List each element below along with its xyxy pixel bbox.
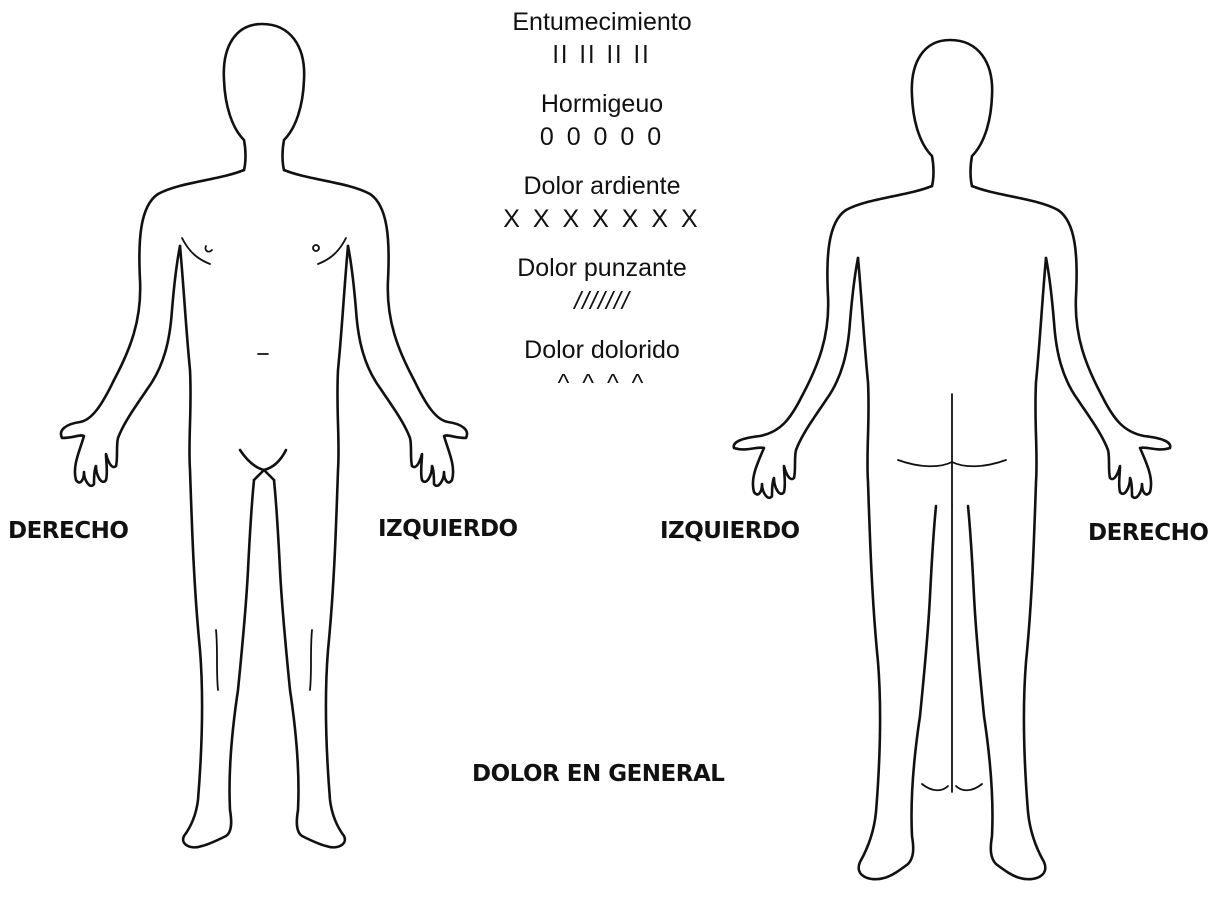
front-right-arm [284,170,467,486]
front-nipple-right [313,245,319,251]
back-ankle-left [922,784,948,790]
front-body-outline [40,10,500,890]
front-head [224,24,304,170]
front-right-side-label: DERECHO [8,518,128,544]
symptom-legend: Entumecimiento ll ll ll ll Hormigeuo 0 0… [452,6,752,416]
legend-label: Entumecimiento [452,6,752,38]
front-left-side-label: IZQUIERDO [378,516,518,542]
front-crotch [240,450,286,470]
legend-symbol: X X X X X X X [452,202,752,236]
general-pain-title: DOLOR EN GENERAL [472,761,724,787]
front-body-figure [40,10,500,890]
back-body-figure [720,32,1180,902]
front-torso-left [180,246,254,847]
back-right-side-label: DERECHO [1088,520,1208,546]
legend-item-tingling: Hormigeuo 0 0 0 0 0 [452,88,752,154]
legend-item-numbness: Entumecimiento ll ll ll ll [452,6,752,72]
legend-label: Dolor punzante [452,252,752,284]
back-left-arm [734,186,932,498]
legend-item-aching-pain: Dolor dolorido ^ ^ ^ ^ [452,334,752,400]
front-torso-right [274,246,348,847]
legend-symbol: ll ll ll ll [452,38,752,72]
back-right-arm [972,186,1170,498]
legend-label: Dolor dolorido [452,334,752,366]
front-chest-right [318,238,346,264]
back-body-outline [720,32,1180,902]
front-knee-right [310,630,312,690]
front-nipple-left [205,246,212,252]
legend-symbol: ^ ^ ^ ^ [452,366,752,400]
legend-label: Hormigeuo [452,88,752,120]
legend-item-burning-pain: Dolor ardiente X X X X X X X [452,170,752,236]
legend-symbol: 0 0 0 0 0 [452,120,752,154]
front-inner-legs [254,470,274,480]
front-knee-left [216,630,218,690]
back-ankle-right [956,784,982,790]
legend-label: Dolor ardiente [452,170,752,202]
front-left-arm [61,170,244,486]
back-left-side-label: IZQUIERDO [660,518,800,544]
legend-item-stabbing-pain: Dolor punzante /////// [452,252,752,318]
back-head [912,40,992,186]
legend-symbol: /////// [452,284,752,318]
